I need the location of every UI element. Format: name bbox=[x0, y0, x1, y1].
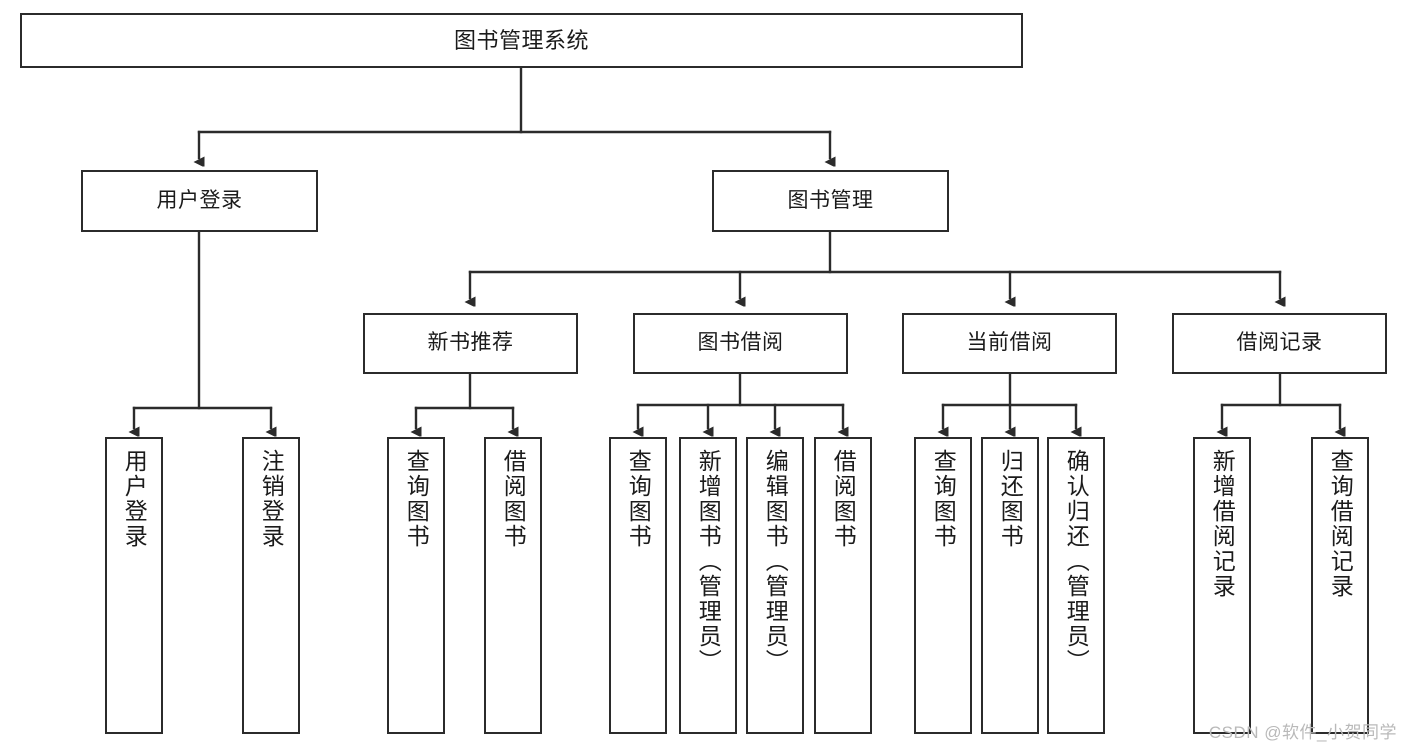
node-label: 新增借阅记录 bbox=[1209, 449, 1236, 599]
node-label: 用户登录 bbox=[156, 188, 243, 212]
node-label: 确认归还（管理员） bbox=[1063, 449, 1090, 674]
node-book-borrow[interactable]: 图书借阅 bbox=[633, 313, 848, 374]
node-label: 借阅记录 bbox=[1236, 331, 1323, 355]
node-label: 归还图书 bbox=[997, 449, 1024, 549]
node-book-management[interactable]: 图书管理 bbox=[712, 170, 949, 232]
node-label: 查询图书 bbox=[625, 449, 652, 549]
node-label: 查询图书 bbox=[930, 449, 957, 549]
leaf-borrow-borrow-book[interactable]: 借阅图书 bbox=[814, 437, 872, 734]
node-label: 查询图书 bbox=[403, 449, 430, 549]
leaf-borrow-edit-book-admin[interactable]: 编辑图书（管理员） bbox=[746, 437, 804, 734]
node-label: 借阅图书 bbox=[830, 449, 857, 549]
node-label: 编辑图书（管理员） bbox=[762, 449, 789, 674]
node-label: 图书管理 bbox=[787, 188, 874, 212]
node-label: 新书推荐 bbox=[427, 331, 514, 355]
leaf-record-add-borrow-record[interactable]: 新增借阅记录 bbox=[1193, 437, 1251, 734]
leaf-record-query-borrow-record[interactable]: 查询借阅记录 bbox=[1311, 437, 1369, 734]
csdn-watermark: CSDN @软件_小贺同学 bbox=[1208, 723, 1397, 742]
leaf-recommend-borrow-book[interactable]: 借阅图书 bbox=[484, 437, 542, 734]
leaf-borrow-query-book[interactable]: 查询图书 bbox=[609, 437, 667, 734]
node-label: 新增图书（管理员） bbox=[695, 449, 722, 674]
node-label: 用户登录 bbox=[121, 449, 148, 549]
node-current-borrow[interactable]: 当前借阅 bbox=[902, 313, 1117, 374]
node-label: 图书管理系统 bbox=[453, 27, 589, 53]
node-label: 查询借阅记录 bbox=[1327, 449, 1354, 599]
node-root-system[interactable]: 图书管理系统 bbox=[20, 13, 1023, 68]
leaf-current-query-book[interactable]: 查询图书 bbox=[914, 437, 972, 734]
node-label: 注销登录 bbox=[258, 449, 285, 549]
node-label: 当前借阅 bbox=[966, 331, 1053, 355]
node-label: 图书借阅 bbox=[697, 331, 784, 355]
leaf-current-confirm-return-admin[interactable]: 确认归还（管理员） bbox=[1047, 437, 1105, 734]
node-borrow-record[interactable]: 借阅记录 bbox=[1172, 313, 1387, 374]
leaf-current-return-book[interactable]: 归还图书 bbox=[981, 437, 1039, 734]
leaf-logout[interactable]: 注销登录 bbox=[242, 437, 300, 734]
leaf-user-login[interactable]: 用户登录 bbox=[105, 437, 163, 734]
node-new-book-recommend[interactable]: 新书推荐 bbox=[363, 313, 578, 374]
leaf-borrow-add-book-admin[interactable]: 新增图书（管理员） bbox=[679, 437, 737, 734]
node-label: 借阅图书 bbox=[500, 449, 527, 549]
node-user-login[interactable]: 用户登录 bbox=[81, 170, 318, 232]
leaf-recommend-query-book[interactable]: 查询图书 bbox=[387, 437, 445, 734]
